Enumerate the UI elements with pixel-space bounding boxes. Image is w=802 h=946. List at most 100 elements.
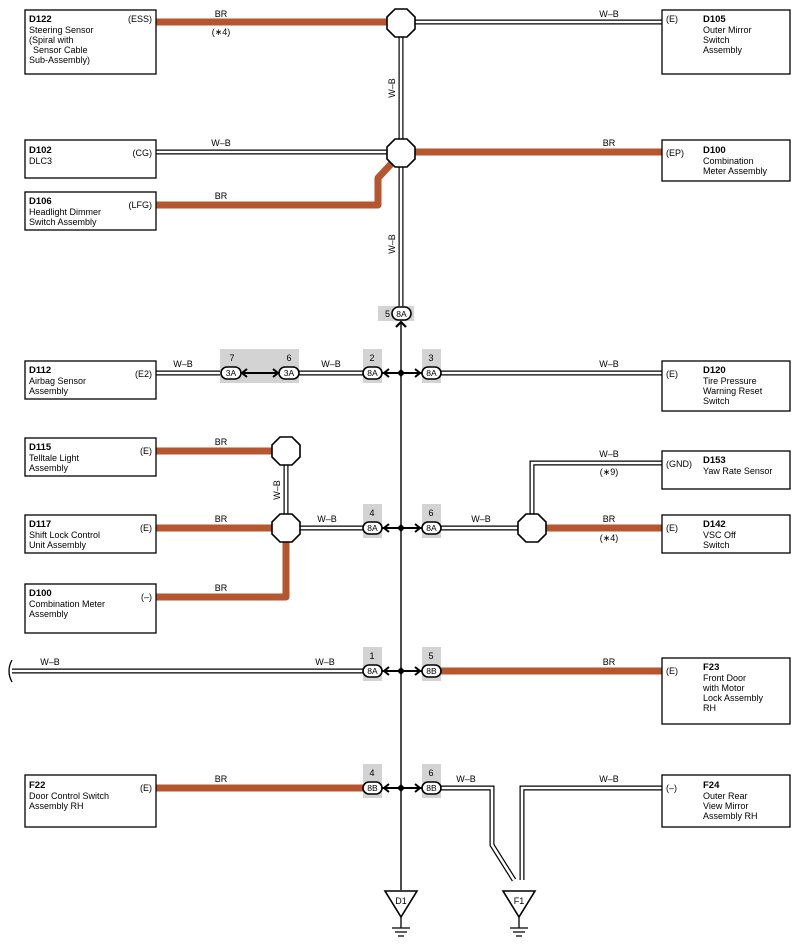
wire-label: W–B [471,514,491,524]
component-name: Lock Assembly [703,693,764,703]
component-pin: (E) [140,783,152,793]
wire-label: W–B [599,449,619,459]
component-name: View Mirror [703,801,748,811]
component-id: D102 [29,145,52,156]
component-id: D100 [703,145,726,156]
pin-4: 4 [369,508,374,518]
chevron-icon [395,320,407,328]
component-name: Shift Lock Control [29,530,100,540]
component-pin: (ESS) [128,14,152,24]
component-pin: (CG) [133,148,153,158]
pin-3: 3 [428,353,433,363]
component-d105: (E) D105 Outer Mirror Switch Assembly [661,9,791,75]
component-d117: D117 Shift Lock Control Unit Assembly (E… [24,514,157,554]
splice-junction-d117 [271,513,301,543]
connector-mating-icon [240,368,280,378]
connector-label: 8B [426,783,437,793]
component-name: Unit Assembly [29,540,87,550]
component-id: D142 [703,519,726,530]
wire-wb-to-f1 [440,785,517,882]
component-pin: (–) [141,592,152,602]
wire-label: W–B [387,234,397,254]
component-name: Assembly RH [703,811,758,821]
wire-label: W–B [173,359,193,369]
wire-note: (∗9) [600,467,619,477]
wire-label: W–B [317,514,337,524]
wire-label: BR [215,437,228,447]
component-id: D100 [29,588,52,599]
component-d122: D122 Steering Sensor (Spiral with Sensor… [24,9,157,75]
component-id: D115 [29,442,52,453]
component-pin: (E) [666,369,678,379]
ground-label: D1 [395,896,407,906]
component-name: Front Door [703,673,746,683]
component-name: Assembly [29,386,69,396]
component-name: Switch [703,540,730,550]
ground-label: F1 [514,896,525,906]
component-id: D105 [703,14,726,25]
pin-top: 5 [385,309,390,319]
connector-label: 8A [426,368,437,378]
component-id: F24 [703,780,720,791]
component-name: Combination [703,156,754,166]
component-f24: (–) F24 Outer Rear View Mirror Assembly … [661,774,791,828]
component-name: Outer Rear [703,791,748,801]
component-name: Door Control Switch [29,791,109,801]
component-id: F23 [703,662,719,673]
component-name: Switch [703,396,730,406]
component-id: D106 [29,196,52,207]
component-name: Warning Reset [703,386,763,396]
component-name: with Motor [702,683,745,693]
component-name: Switch Assembly [29,217,97,227]
wire-label: W–B [40,657,60,667]
component-id: D153 [703,455,726,466]
wire-note: (∗4) [212,27,231,37]
component-name: Assembly RH [29,801,84,811]
component-name: VSC Off [703,530,736,540]
connector-label: 8B [367,783,378,793]
wire-label: W–B [599,359,619,369]
component-d115: D115 Telltale Light Assembly (E) [24,437,157,477]
component-id: D112 [29,365,51,376]
wire-label: BR [603,138,616,148]
component-d106: D106 Headlight Dimmer Switch Assembly (L… [24,191,157,231]
wire-label: W–B [272,480,282,500]
component-name: Steering Sensor [29,25,94,35]
wire-label: W–B [387,78,397,98]
component-name: Assembly [29,463,69,473]
component-pin: (EP) [666,148,684,158]
wire-br-d106 [156,160,395,209]
component-id: D122 [29,14,52,25]
component-pin: (E) [666,666,678,676]
wire-wb-d153 [529,460,662,515]
component-d120: (E) D120 Tire Pressure Warning Reset Swi… [661,360,791,412]
component-pin: (E) [140,523,152,533]
wire-label: W–B [211,138,231,148]
wire-label: W–B [599,774,619,784]
pin-6: 6 [286,353,291,363]
component-d100b: D100 Combination Meter Assembly (–) [24,583,157,634]
wire-wb-f24 [519,785,662,880]
connector-label: 8A [367,666,378,676]
component-f22: F22 Door Control Switch Assembly RH (E) [24,774,157,828]
connector-label: 8B [426,666,437,676]
connector-label: 3A [226,368,237,378]
component-id: D117 [29,519,51,530]
component-name: Telltale Light [29,453,80,463]
component-d100a: (EP) D100 Combination Meter Assembly [661,139,791,182]
splice-dot [397,667,405,675]
component-name: DLC3 [29,156,52,166]
wire-note: (∗4) [600,533,619,543]
component-d142: (E) D142 VSC Off Switch [661,514,791,554]
pin-4: 4 [369,768,374,778]
wire-label: BR [215,9,228,19]
component-name: Assembly [29,609,69,619]
component-name: Sensor Cable [33,45,88,55]
wire-break-mark [8,659,13,683]
component-name: Tire Pressure [703,376,757,386]
component-pin: (E) [666,14,678,24]
component-name: Yaw Rate Sensor [703,466,772,476]
wire-label: W–B [315,657,335,667]
component-name: (Spiral with [29,35,74,45]
connector-label: 3A [284,368,295,378]
